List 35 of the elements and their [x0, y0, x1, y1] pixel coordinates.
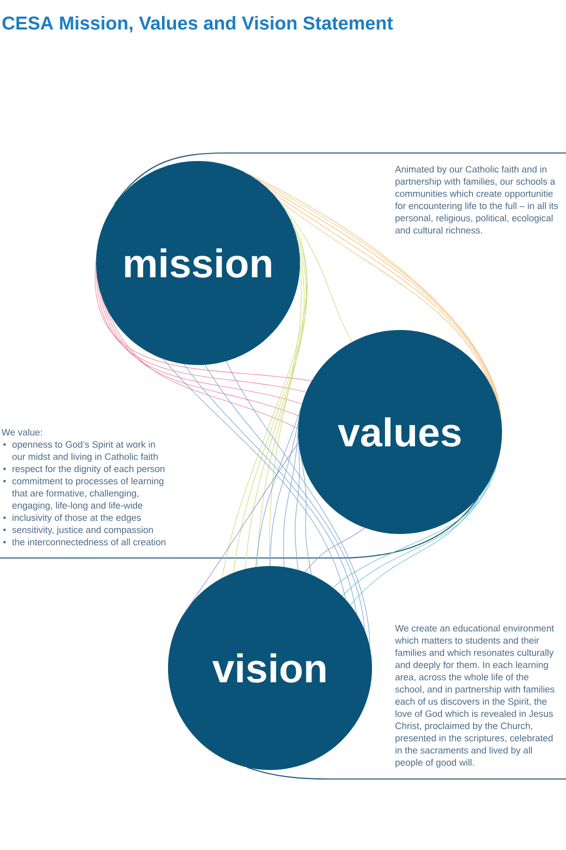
connector-line [222, 214, 307, 578]
connector-line [226, 360, 370, 648]
connector-line [245, 238, 307, 570]
list-item: inclusivity of those at the edges [12, 514, 141, 523]
connector-line [162, 358, 346, 600]
connector-line [281, 204, 352, 342]
list-item: sensitivity, justice and compassion [12, 526, 153, 535]
connector-line [270, 419, 300, 566]
connector-line [304, 528, 366, 572]
list-heading: We value: [2, 428, 42, 436]
circle-node: values [298, 330, 502, 534]
connector-line [101, 296, 300, 416]
connector-line [106, 307, 298, 429]
connector-line [184, 364, 357, 614]
connector-line [96, 272, 306, 392]
circle-node: mission [96, 161, 300, 365]
connector-line [204, 364, 365, 630]
connector-line [350, 488, 485, 606]
connector-line [257, 250, 305, 568]
paragraph-text: We create an educational environment which matters to students and their families and which resonates culturally and deeply for them. In each learning area, across the whole life of the school, and in partnership with families each of us discovers in the Spirit, the love of God which is revealed in Jesus Christ, proclaimed by the Church, presented in the scriptures, celebrated in the sacraments and lived by all people of good will. [394, 624, 554, 768]
connector-line [294, 444, 300, 570]
connector-line [300, 456, 312, 576]
connector-line [95, 259, 312, 382]
connector-line [98, 284, 302, 404]
paragraph-text: Animated by our Catholic faith and in partnership with families, our schools a communities which create opportunitie for encountering life to the full – in all its personal, religious, political, ecological and cultural richness. [395, 166, 558, 234]
connector-line [283, 432, 298, 568]
connector-line [181, 442, 299, 618]
list-item: respect for the dignity of each person [12, 465, 164, 474]
connector-line [233, 226, 308, 574]
title: CESA Mission, Values and Vision Statement [2, 16, 393, 32]
connector-line [342, 476, 492, 596]
list-item: the interconnectedness of all creation [12, 538, 166, 546]
connector-line [332, 463, 498, 588]
circle-node: vision [168, 566, 372, 770]
connector-line [256, 407, 302, 568]
